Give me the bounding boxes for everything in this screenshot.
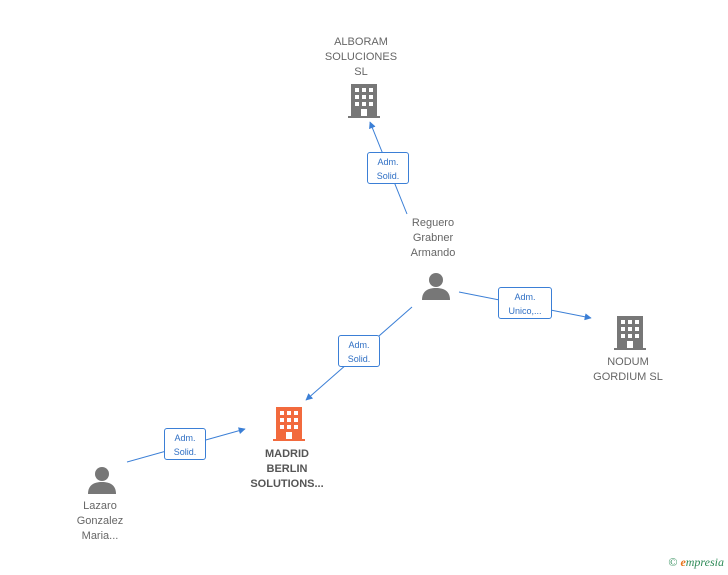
person-icon[interactable] [88, 467, 116, 494]
person-icon[interactable] [422, 273, 450, 300]
node-label-nodum[interactable]: NODUM GORDIUM SL [593, 356, 663, 383]
edge-label-reguero-madrid: Adm. Solid. [338, 335, 380, 367]
node-label-reguero[interactable]: Reguero Grabner Armando [410, 217, 456, 259]
edge-label-reguero-alboram: Adm. Solid. [367, 152, 409, 184]
building-icon-main[interactable] [273, 407, 305, 441]
edge-label-lazaro-madrid: Adm. Solid. [164, 428, 206, 460]
brand-name: mpresia [685, 555, 724, 569]
copyright-icon: © [668, 555, 678, 569]
node-label-madrid[interactable]: MADRID BERLIN SOLUTIONS... [250, 448, 324, 490]
footer-brand: © empresia [668, 555, 724, 570]
node-label-lazaro[interactable]: Lazaro Gonzalez Maria... [76, 500, 124, 542]
building-icon[interactable] [348, 84, 380, 118]
building-icon[interactable] [614, 316, 646, 350]
edge-label-reguero-nodum: Adm. Unico,... [498, 287, 552, 319]
node-label-alboram[interactable]: ALBORAM SOLUCIONES SL [324, 36, 398, 78]
brand-initial: e [680, 555, 686, 569]
